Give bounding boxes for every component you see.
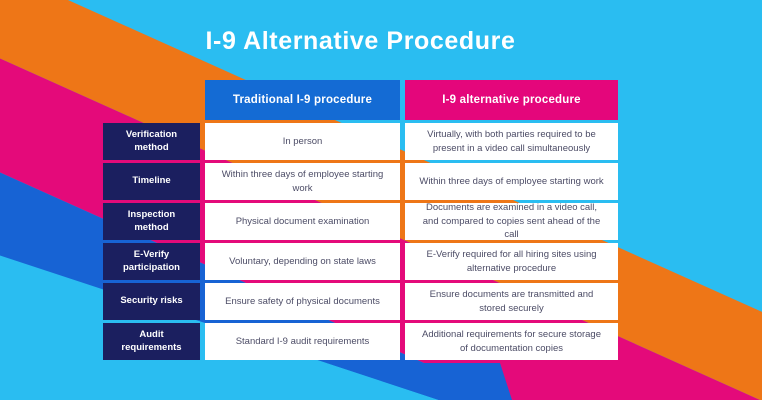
row-label: E-Verify participation (103, 243, 200, 280)
traditional-cell: Ensure safety of physical documents (205, 283, 400, 320)
traditional-cell: In person (205, 123, 400, 160)
column-header-traditional: Traditional I-9 procedure (205, 80, 400, 120)
alternative-cell: Virtually, with both parties required to… (405, 123, 618, 160)
row-label: Inspection method (103, 203, 200, 240)
traditional-cell: Standard I-9 audit requirements (205, 323, 400, 360)
row-label: Audit requirements (103, 323, 200, 360)
row-label: Timeline (103, 163, 200, 200)
comparison-table: Traditional I-9 procedure I-9 alternativ… (103, 80, 618, 360)
row-label: Verification method (103, 123, 200, 160)
column-header-alternative: I-9 alternative procedure (405, 80, 618, 120)
traditional-cell: Within three days of employee starting w… (205, 163, 400, 200)
alternative-cell: Documents are examined in a video call, … (405, 202, 618, 240)
traditional-cell: Voluntary, depending on state laws (205, 243, 400, 280)
alternative-cell: Ensure documents are transmitted and sto… (405, 283, 618, 320)
bottom-blue-stripe (327, 363, 512, 400)
alternative-cell: Additional requirements for secure stora… (405, 323, 618, 360)
alternative-cell: E-Verify required for all hiring sites u… (405, 243, 618, 280)
page-title: I-9 Alternative Procedure (205, 27, 516, 55)
traditional-cell: Physical document examination (205, 203, 400, 240)
row-label: Security risks (103, 283, 200, 320)
alternative-cell: Within three days of employee starting w… (405, 163, 618, 200)
